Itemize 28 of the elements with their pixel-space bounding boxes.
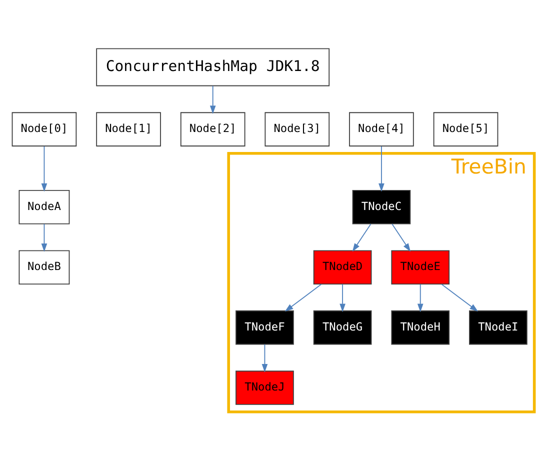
node-box: Node[4] xyxy=(349,112,414,146)
arrow xyxy=(210,84,216,114)
node-box: NodeB xyxy=(18,250,70,284)
node-box: Node[0] xyxy=(12,112,77,146)
node-box: TNodeI xyxy=(469,310,528,344)
node-box: Node[2] xyxy=(180,112,246,146)
node-box: TNodeC xyxy=(352,190,411,224)
node-box: TNodeD xyxy=(313,250,372,284)
node-box: Node[5] xyxy=(433,112,498,146)
arrow xyxy=(441,283,478,312)
arrow xyxy=(417,283,424,312)
node-box: TNodeE xyxy=(391,250,450,284)
arrow xyxy=(262,344,268,372)
arrow xyxy=(392,223,411,252)
arrow xyxy=(352,223,372,252)
arrow xyxy=(340,283,346,312)
node-box: Node[3] xyxy=(264,112,330,146)
arrow xyxy=(284,283,322,312)
arrow xyxy=(41,145,48,192)
node-box: TNodeG xyxy=(313,310,372,344)
node-box: ConcurrentHashMap JDK1.8 xyxy=(96,48,330,86)
arrow xyxy=(41,223,48,252)
node-box: TNodeJ xyxy=(236,370,294,404)
node-box: Node[1] xyxy=(96,112,161,146)
arrow xyxy=(378,145,384,192)
node-box: TNodeH xyxy=(391,310,450,344)
node-box: NodeA xyxy=(18,190,70,224)
node-box: TNodeF xyxy=(236,310,294,344)
